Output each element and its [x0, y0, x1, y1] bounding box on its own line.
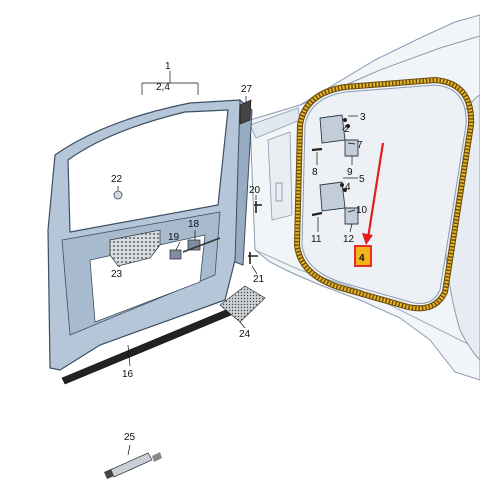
- callout-7: 7: [357, 140, 363, 151]
- check-strap: [182, 237, 221, 253]
- callout-4-highlight: 4: [359, 253, 365, 264]
- callout-5: 5: [359, 174, 365, 185]
- callout-27: 27: [241, 84, 253, 95]
- callout-22: 22: [111, 174, 123, 185]
- bolts: [248, 201, 262, 264]
- body-slot: [275, 182, 283, 202]
- callout-19: 19: [168, 232, 180, 243]
- grommet-22: [113, 190, 123, 200]
- callout-4-highlight-box: [354, 245, 372, 267]
- insulation-23: [109, 229, 161, 267]
- leader-lines: [117, 71, 358, 456]
- bolt-20: [254, 201, 262, 213]
- callout-2-4: 2,4: [156, 82, 170, 93]
- window-frame-hole: [67, 109, 229, 233]
- lock-parts: [169, 237, 221, 260]
- callout-11: 11: [311, 234, 322, 245]
- callout-18: 18: [188, 219, 200, 230]
- callout-8: 8: [312, 167, 318, 178]
- callout-23: 23: [111, 269, 123, 280]
- grease-tube-25: [104, 452, 162, 479]
- trim-27: [239, 99, 252, 125]
- callout-24: 24: [239, 329, 251, 340]
- seal-inner: [294, 77, 474, 311]
- callout-16: 16: [122, 369, 134, 380]
- callout-4-upper: 4: [345, 182, 351, 193]
- callout-23-box: [109, 267, 125, 279]
- callout-12: 12: [343, 234, 355, 245]
- callout-3: 3: [360, 112, 366, 123]
- callout-25: 25: [124, 432, 136, 443]
- body-crease: [254, 249, 471, 346]
- callout-10: 10: [356, 205, 368, 216]
- part-19: [169, 249, 182, 260]
- body-bracket: [267, 131, 293, 221]
- callout-21: 21: [253, 274, 265, 285]
- highlight-arrow: [362, 142, 385, 245]
- pad-24: [219, 285, 266, 323]
- callout-2: 2: [344, 124, 350, 135]
- callout-9: 9: [347, 167, 353, 178]
- callout-1: 1: [165, 61, 171, 72]
- bolt-21: [248, 252, 258, 264]
- callout-20: 20: [249, 185, 261, 196]
- callout-labels: 1 2,4 27 22 20 18 19 23 21 24 16 25 3 2 …: [109, 61, 372, 443]
